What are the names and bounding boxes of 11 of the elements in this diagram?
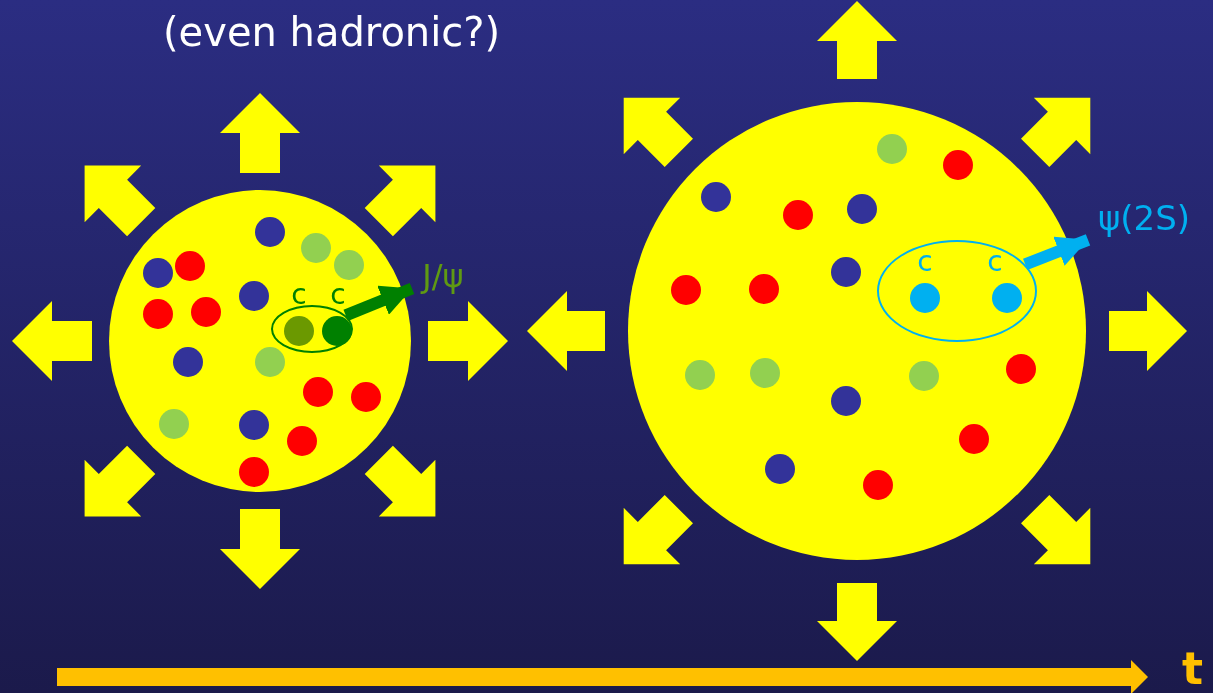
- arrow: [343, 283, 415, 321]
- quark-label: c: [986, 246, 1004, 278]
- particle-label: J/ψ: [412, 255, 474, 297]
- quark-label: c: [290, 279, 308, 311]
- quark-label: c: [916, 246, 934, 278]
- title: (even hadronic?): [163, 8, 501, 56]
- quark-label: c: [329, 279, 347, 311]
- arrow: [1023, 234, 1091, 270]
- particle-label: ψ(2S): [1088, 196, 1200, 240]
- quark-pair-ellipse: [877, 240, 1037, 342]
- axis-label: t: [1182, 645, 1204, 693]
